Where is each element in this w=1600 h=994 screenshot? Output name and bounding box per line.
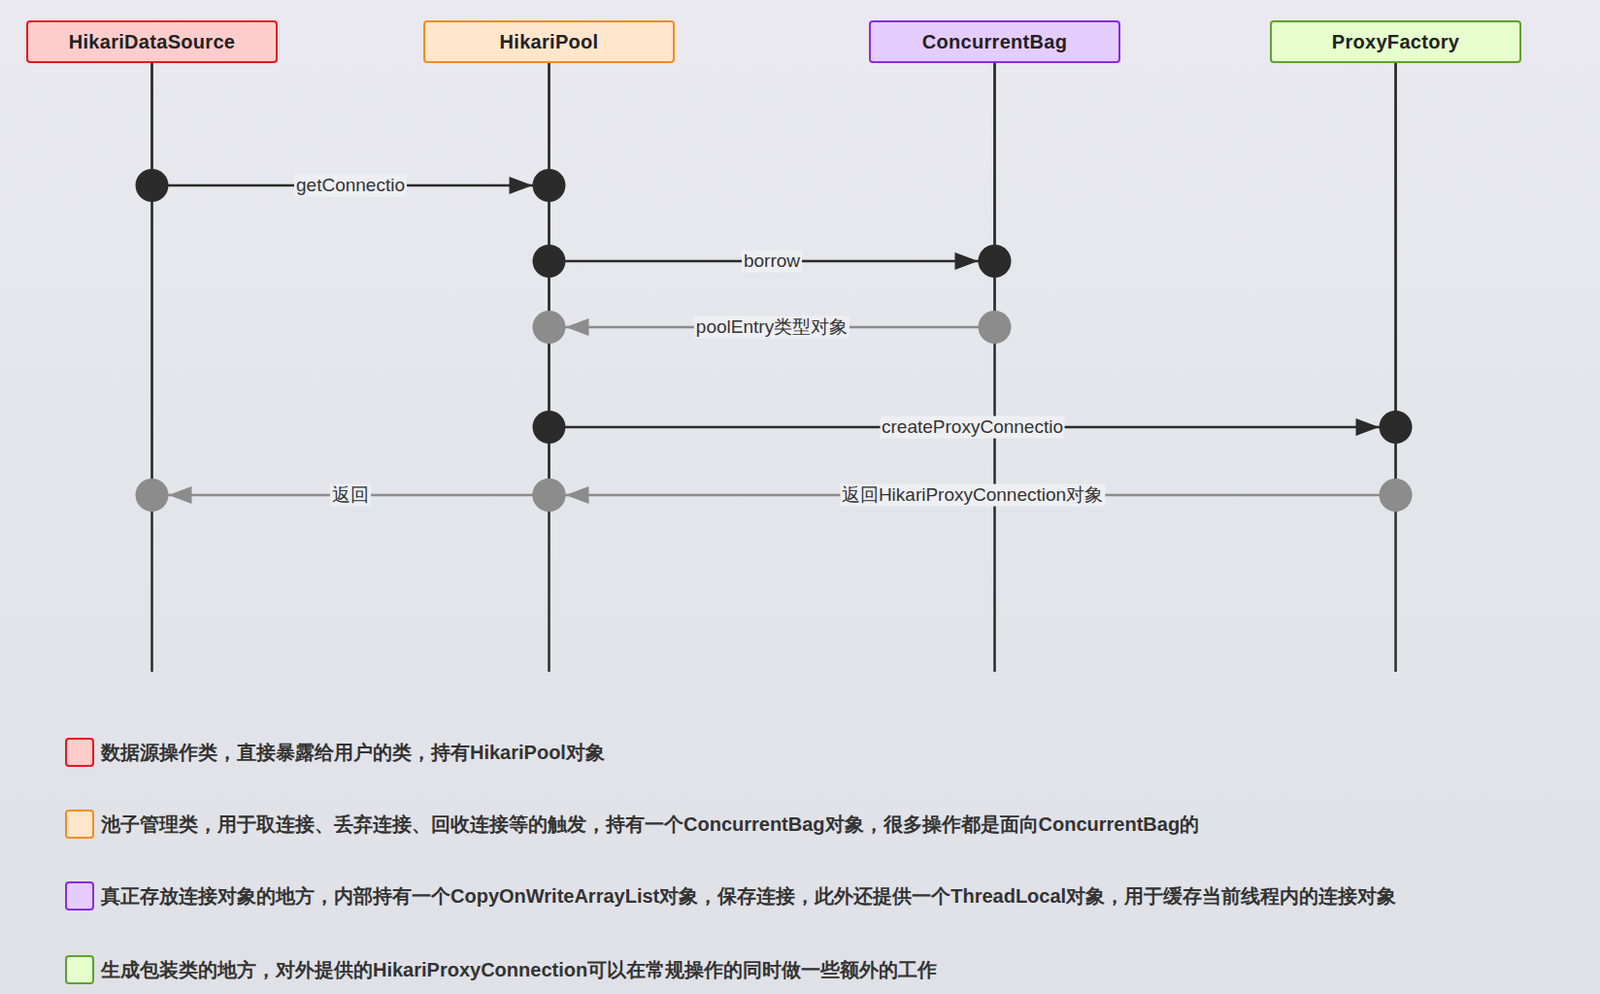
- activation-dot: [978, 244, 1012, 278]
- activation-dot: [1379, 478, 1413, 512]
- lifeline-header: ProxyFactory: [1269, 20, 1522, 64]
- header-title: HikariDataSource: [68, 31, 236, 54]
- arrow-head: [566, 318, 590, 336]
- activation-dot: [135, 168, 169, 202]
- arrow-head: [509, 176, 534, 195]
- message-arrow: [152, 63, 550, 496]
- activation-dot: [533, 478, 567, 512]
- activation-dot: [533, 478, 567, 512]
- legend-text: 真正存放连接对象的地方，内部持有一个CopyOnWriteArrayList对象…: [100, 883, 1397, 910]
- activation-dot: [533, 168, 567, 202]
- arrow-head: [168, 486, 193, 504]
- activation-dot: [135, 478, 169, 512]
- header-title: ProxyFactory: [1332, 31, 1460, 54]
- legend-entry: 真正存放连接对象的地方，内部持有一个CopyOnWriteArrayList对象…: [65, 880, 1397, 912]
- legend-text: 池子管理类，用于取连接、丢弃连接、回收连接等的触发，持有一个Concurrent…: [100, 811, 1200, 838]
- message-label: createProxyConnectio: [879, 416, 1066, 439]
- arrow-head: [566, 486, 590, 504]
- lifeline: [1394, 63, 1398, 672]
- legend-entry: 数据源操作类，直接暴露给用户的类，持有HikariPool对象: [65, 736, 605, 768]
- arrow-head: [1356, 418, 1380, 436]
- legend-swatch: [65, 737, 95, 767]
- legend-text: 数据源操作类，直接暴露给用户的类，持有HikariPool对象: [100, 739, 605, 767]
- lifeline-header: ConcurrentBag: [868, 20, 1121, 64]
- lifeline-header: HikariDataSource: [26, 20, 278, 64]
- legend-swatch: [65, 809, 95, 839]
- message-arrow: [549, 63, 1397, 496]
- message-label: getConnectio: [294, 174, 407, 198]
- legend-text: 生成包装类的地方，对外提供的HikariProxyConnection可以在常规…: [100, 957, 937, 984]
- lifeline: [150, 63, 154, 672]
- legend-swatch: [65, 881, 95, 911]
- activation-dot: [978, 310, 1012, 344]
- lifeline-header: HikariPool: [423, 20, 675, 64]
- message-arrow: [152, 63, 550, 186]
- message-arrow: [549, 63, 1397, 428]
- arrow-head: [955, 252, 979, 270]
- activation-dot: [533, 410, 567, 444]
- legend-swatch: [65, 955, 95, 985]
- activation-dot: [533, 244, 567, 278]
- lifeline: [547, 63, 551, 672]
- legend-entry: 池子管理类，用于取连接、丢弃连接、回收连接等的触发，持有一个Concurrent…: [65, 808, 1200, 840]
- message-arrow: [549, 63, 996, 328]
- message-label: poolEntry类型对象: [694, 316, 850, 339]
- activation-dot: [1379, 410, 1413, 444]
- activation-dot: [533, 310, 567, 344]
- lifeline: [993, 63, 997, 672]
- message-label: 返回HikariProxyConnection对象: [839, 484, 1105, 507]
- header-title: HikariPool: [500, 31, 600, 54]
- message-label: borrow: [741, 250, 802, 273]
- legend-entry: 生成包装类的地方，对外提供的HikariProxyConnection可以在常规…: [65, 954, 937, 986]
- message-label: 返回: [330, 484, 371, 507]
- message-arrow: [549, 63, 996, 262]
- header-title: ConcurrentBag: [922, 31, 1067, 54]
